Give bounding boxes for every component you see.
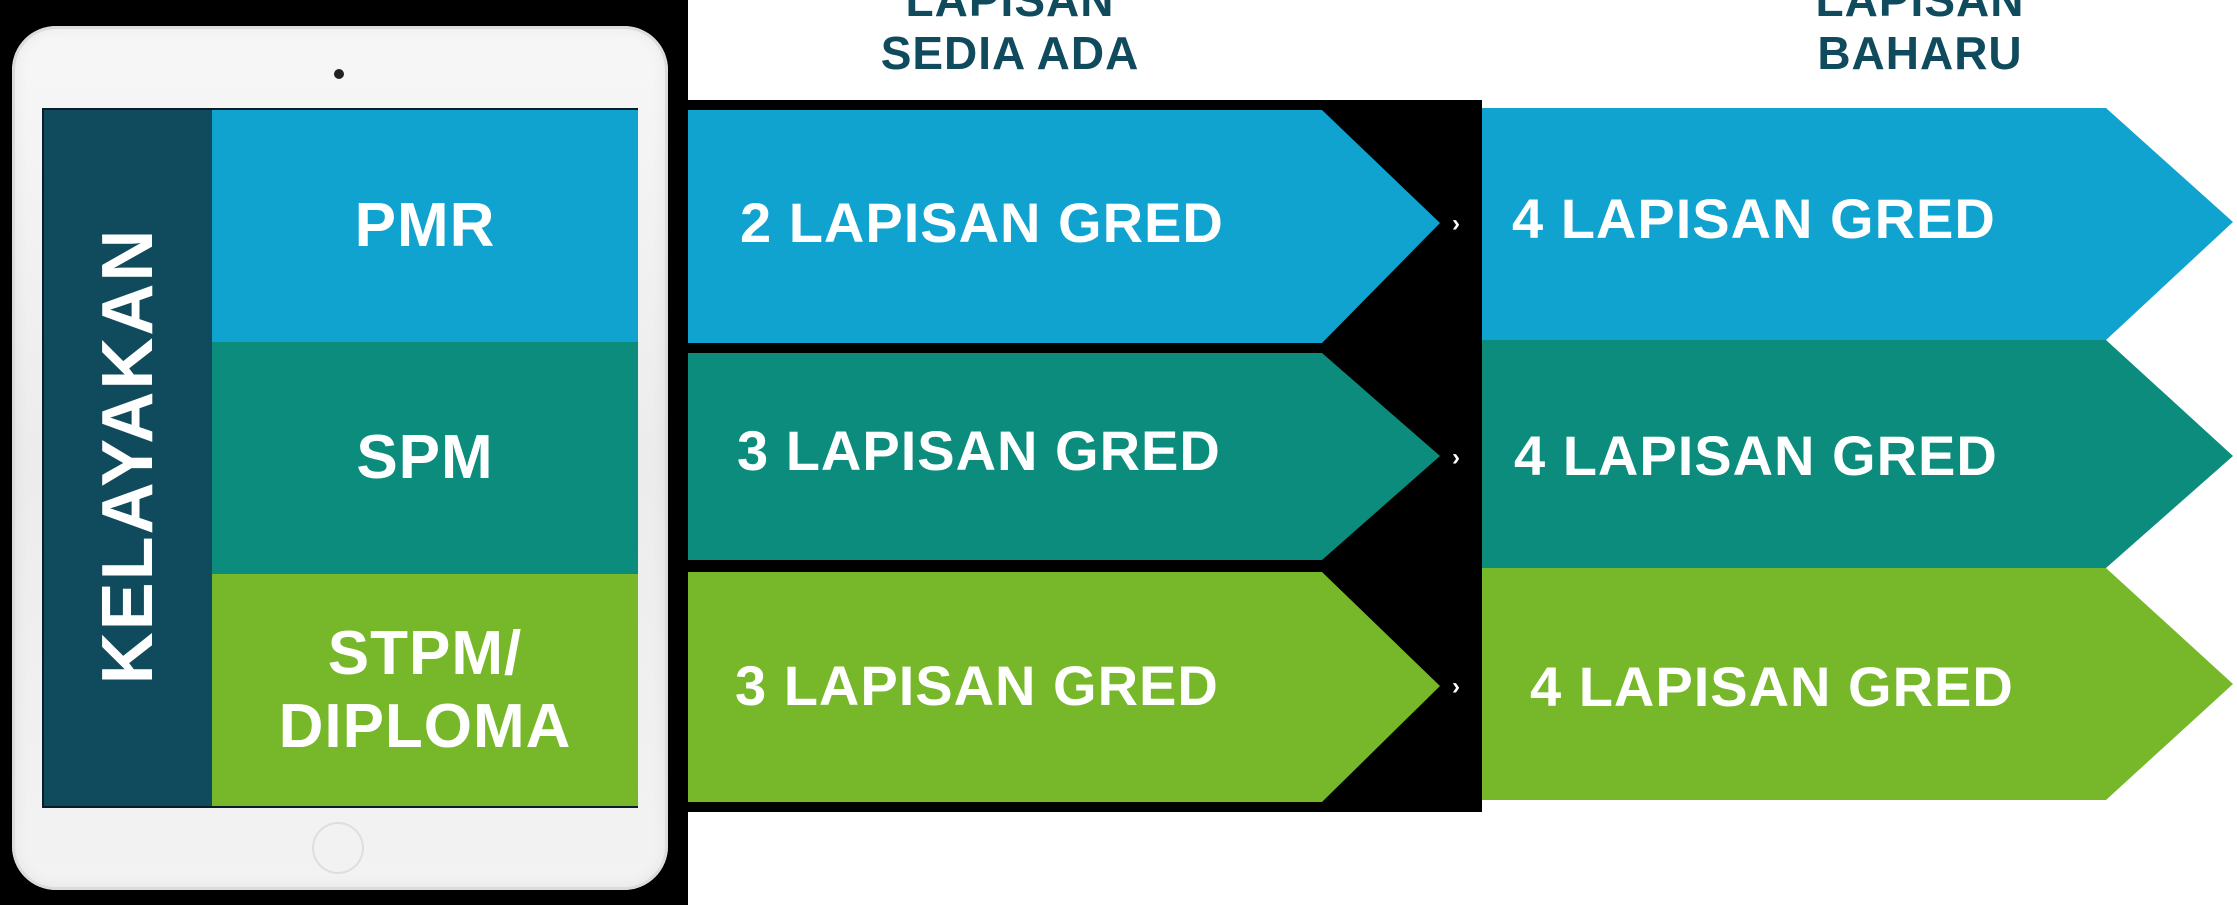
header-existing-line2: SEDIA ADA <box>880 27 1140 80</box>
qualification-cell-stpm-diploma: STPM/ DIPLOMA <box>212 574 638 806</box>
connector-arrow-icon: › <box>1452 210 1460 237</box>
tablet-home-button-icon <box>312 822 364 874</box>
existing-grade-layers-pmr: 2 LAPISAN GRED <box>740 191 1224 254</box>
header-new-layers: LAPISAN BAHARU <box>1730 0 2110 81</box>
new-arrow-spm <box>1482 340 2233 568</box>
qualification-label-line2: DIPLOMA <box>278 692 572 761</box>
connector-arrow-icon: › <box>1452 673 1460 700</box>
header-existing-line1: LAPISAN <box>905 0 1115 26</box>
tablet-camera-icon <box>334 69 344 79</box>
header-new-line2: BAHARU <box>1817 27 2023 80</box>
existing-arrow-pmr <box>688 110 1440 343</box>
existing-arrow-stpm <box>688 572 1440 802</box>
qualification-cell-spm: SPM <box>212 342 638 574</box>
existing-grade-layers-stpm: 3 LAPISAN GRED <box>735 654 1219 717</box>
new-grade-layers-stpm: 4 LAPISAN GRED <box>1530 655 2014 718</box>
new-arrow-stpm <box>1482 568 2233 800</box>
connector-arrow-icon: › <box>1452 444 1460 471</box>
qualification-label: SPM <box>356 423 494 493</box>
qualification-cell-pmr: PMR <box>212 110 638 342</box>
header-existing-layers: LAPISAN SEDIA ADA <box>820 0 1200 81</box>
existing-arrow-spm <box>688 353 1440 560</box>
new-grade-layers-pmr: 4 LAPISAN GRED <box>1512 187 1996 250</box>
new-grade-layers-spm: 4 LAPISAN GRED <box>1514 424 1998 487</box>
existing-grade-layers-spm: 3 LAPISAN GRED <box>737 419 1221 482</box>
qualification-label: PMR <box>354 191 496 261</box>
header-new-line1: LAPISAN <box>1815 0 2025 26</box>
side-label-strip <box>44 110 212 806</box>
qualification-label-line1: STPM/ <box>327 618 523 688</box>
new-arrow-pmr <box>1482 108 2233 340</box>
